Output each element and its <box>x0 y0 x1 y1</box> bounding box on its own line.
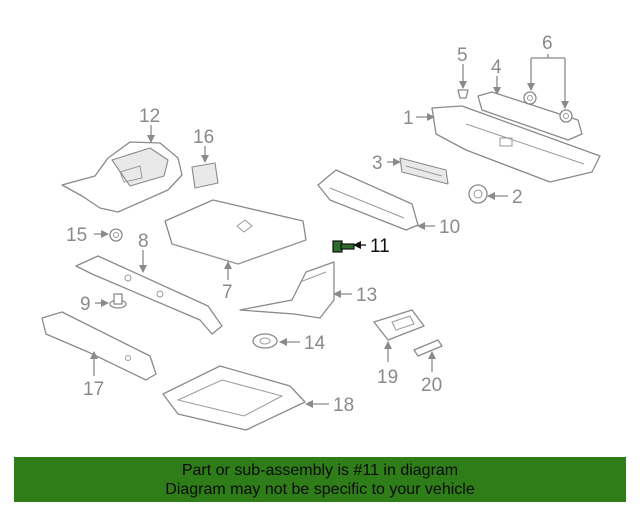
callout-2: 2 <box>512 187 523 208</box>
exploded-parts-diagram: 12 16 15 8 9 17 7 14 18 13 10 11 3 1 4 5… <box>41 33 601 431</box>
part-9-fastener[interactable] <box>109 293 127 309</box>
callout-16: 16 <box>193 127 214 148</box>
part-notice-banner: Part or sub-assembly is #11 in diagram D… <box>14 457 626 502</box>
part-14-plug[interactable] <box>252 333 278 349</box>
callout-18: 18 <box>333 395 354 416</box>
part-6-nuts[interactable] <box>523 91 573 123</box>
callout-1: 1 <box>403 108 414 129</box>
callout-8: 8 <box>138 231 149 252</box>
banner-line-disclaimer: Diagram may not be specific to your vehi… <box>165 481 475 498</box>
part-4-upper-panel[interactable] <box>477 91 583 141</box>
callout-3: 3 <box>372 153 383 174</box>
callout-14: 14 <box>304 333 326 354</box>
part-7-floor-cover[interactable] <box>164 199 307 265</box>
part-5-clip[interactable] <box>457 89 469 99</box>
callout-6: 6 <box>542 33 553 54</box>
part-10-sill-plate[interactable] <box>317 169 419 231</box>
callout-10: 10 <box>439 217 460 238</box>
part-20-pin[interactable] <box>413 339 443 357</box>
callout-15: 15 <box>66 225 87 246</box>
callout-5: 5 <box>457 45 468 66</box>
leader-lines <box>90 54 569 408</box>
callout-13: 13 <box>356 285 377 306</box>
part-12-trim-panel[interactable] <box>61 141 183 213</box>
callout-labels: 12 16 15 8 9 17 7 14 18 13 10 11 3 1 4 5… <box>66 33 553 416</box>
part-16-pad[interactable] <box>191 162 219 189</box>
callout-9: 9 <box>80 294 91 315</box>
callout-4: 4 <box>491 57 502 78</box>
part-2-grommet[interactable] <box>468 184 488 204</box>
part-19-latch-block[interactable] <box>373 309 425 341</box>
callout-11: 11 <box>370 236 390 257</box>
part-11-bolt[interactable] <box>332 240 355 253</box>
part-1-panel-reinforcement[interactable] <box>431 105 601 183</box>
callout-12: 12 <box>139 106 160 127</box>
part-8-rear-shelf-panel[interactable] <box>75 255 223 335</box>
callout-17: 17 <box>83 379 104 400</box>
callout-20: 20 <box>421 375 442 396</box>
part-13-bracket[interactable] <box>239 261 335 319</box>
part-17-lower-trim[interactable] <box>41 311 157 381</box>
part-15-clip[interactable] <box>109 228 123 242</box>
part-3-strip[interactable] <box>399 157 449 185</box>
banner-line-part: Part or sub-assembly is #11 in diagram <box>181 462 459 479</box>
callout-7: 7 <box>222 282 233 303</box>
part-18-trunk-tub[interactable] <box>162 365 306 431</box>
callout-19: 19 <box>377 367 398 388</box>
